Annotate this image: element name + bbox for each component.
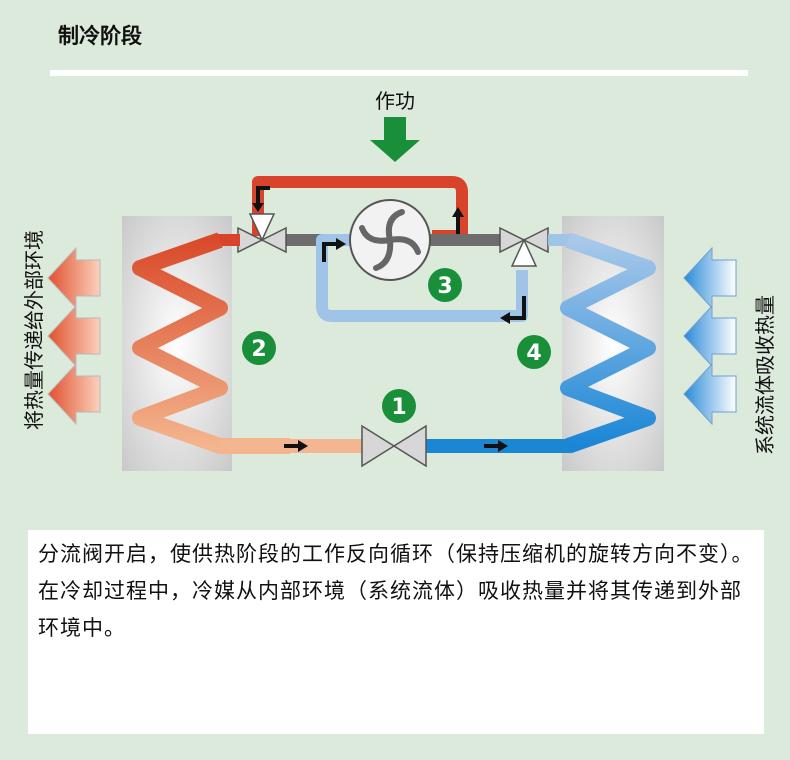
- direction-arrow: [500, 312, 510, 324]
- suction-line: [316, 234, 528, 322]
- page-title: 制冷阶段: [58, 24, 142, 48]
- left-side-label: 将热量传递给外部环境: [22, 230, 46, 430]
- condenser-coil: [132, 232, 290, 454]
- title-divider: [50, 70, 748, 76]
- marker-2: 2: [242, 331, 276, 365]
- work-label: 作功: [375, 89, 415, 113]
- marker-1: 1: [382, 389, 416, 423]
- description-text: 分流阀开启，使供热阶段的工作反向循环（保持压缩机的旋转方向不变）。在冷却过程中，…: [38, 542, 754, 640]
- compressor-fan-icon: [359, 209, 421, 271]
- expansion-valve: [361, 424, 427, 468]
- heat-absorb-arrows: [683, 246, 737, 426]
- left-diverter-valve: [237, 213, 287, 254]
- evaporator-coil: [560, 232, 656, 454]
- direction-arrow: [336, 238, 346, 250]
- direction-arrow: [252, 203, 264, 212]
- refrigeration-cycle-diagram: 作功: [22, 89, 777, 471]
- description-panel: [28, 530, 764, 734]
- direction-arrow: [452, 207, 464, 217]
- direction-arrow: [298, 440, 308, 452]
- direction-arrow: [508, 296, 526, 320]
- hot-gas-line: [252, 176, 468, 242]
- direction-arrow: [322, 242, 338, 262]
- direction-arrow: [256, 186, 270, 206]
- direction-arrow: [498, 440, 508, 452]
- marker-4-label: 4: [526, 341, 541, 366]
- right-diverter-valve: [499, 226, 549, 267]
- right-side-label: 系统流体吸收热量: [753, 295, 777, 455]
- marker-4: 4: [517, 335, 551, 369]
- heat-release-arrows: [47, 246, 101, 426]
- marker-3: 3: [428, 268, 462, 302]
- marker-3-label: 3: [437, 274, 452, 299]
- marker-2-label: 2: [251, 337, 266, 362]
- work-input-arrow: [370, 117, 420, 162]
- marker-1-label: 1: [391, 395, 406, 420]
